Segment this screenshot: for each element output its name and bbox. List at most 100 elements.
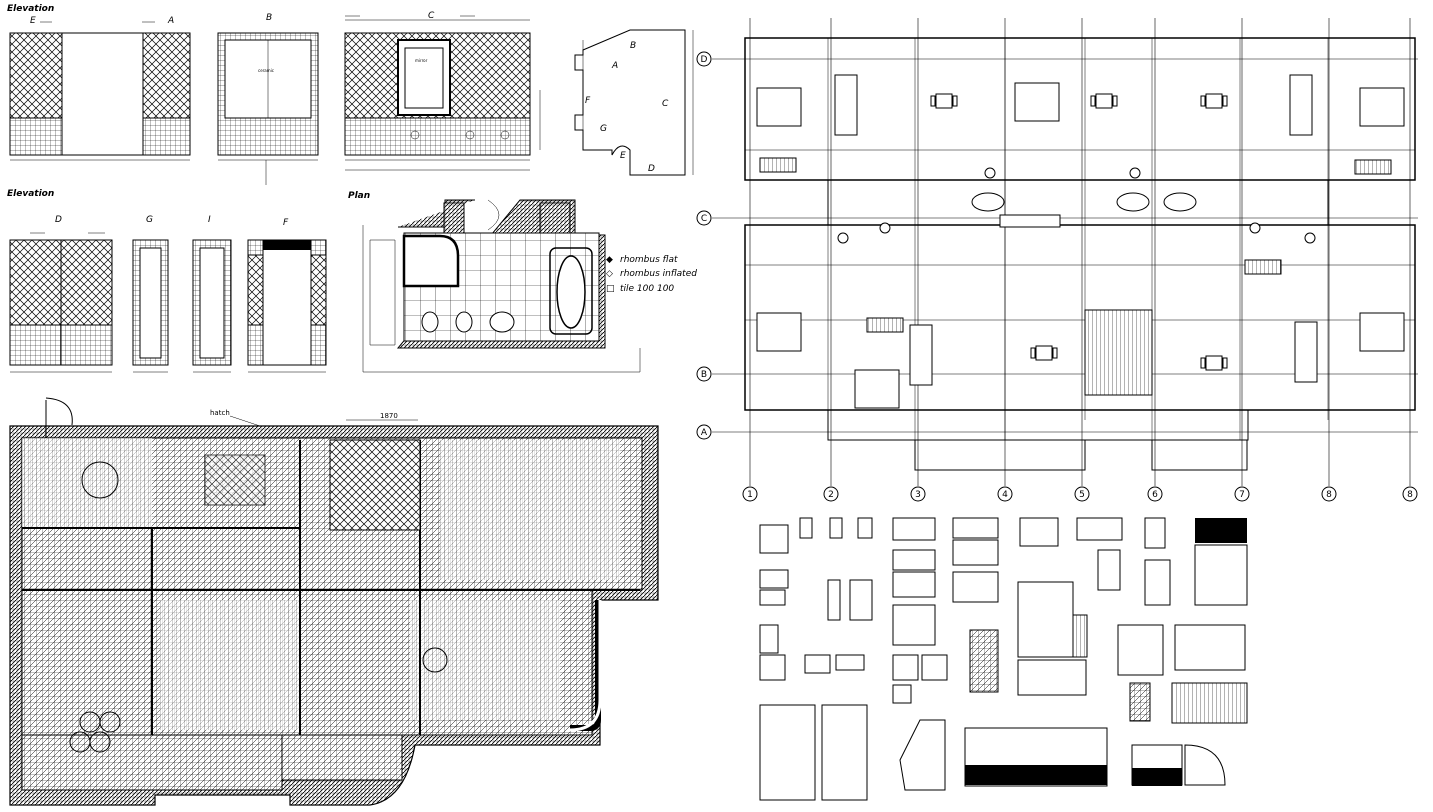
grid-column-bubble bbox=[1147, 486, 1163, 502]
grid-column-label: 6 bbox=[1152, 490, 1158, 500]
grid-column-label: 3 bbox=[915, 490, 921, 500]
legend-symbol-rhombus-flat: ◆ bbox=[606, 255, 613, 265]
grid-column-label: 5 bbox=[1079, 490, 1085, 500]
room-letter-e: E bbox=[620, 151, 626, 161]
grid-column-bubble bbox=[1402, 486, 1418, 502]
toilet-symbol bbox=[837, 232, 849, 244]
bed-symbol bbox=[854, 369, 900, 409]
elevation-letter-i: I bbox=[208, 215, 211, 225]
grid-column-bubble bbox=[997, 486, 1013, 502]
chair-symbol bbox=[1222, 357, 1228, 369]
sofa-symbol bbox=[1289, 74, 1313, 136]
room-letter-f: F bbox=[585, 96, 591, 106]
floorplan-dim-1870: 1870 bbox=[380, 412, 398, 420]
kitchen-counter-symbol bbox=[1244, 259, 1282, 275]
chair-symbol bbox=[1090, 95, 1096, 107]
kitchen-equipment-blocks bbox=[759, 517, 1248, 801]
grid-row-bubble bbox=[696, 51, 712, 67]
grid-row-bubble bbox=[696, 366, 712, 382]
elevation-d: D bbox=[9, 215, 113, 373]
grid-column-label: 1 bbox=[747, 490, 753, 500]
chair-symbol bbox=[1112, 95, 1118, 107]
bed-symbol bbox=[1359, 87, 1405, 127]
kitchen-counter-symbol bbox=[759, 157, 797, 173]
room-letter-a: A bbox=[611, 61, 618, 71]
bathtub-symbol bbox=[1116, 192, 1150, 212]
room-key-plan: B C F D A G E bbox=[574, 29, 694, 176]
chair-symbol bbox=[1052, 347, 1058, 359]
bathroom-plan bbox=[362, 199, 641, 373]
grid-column-bubble bbox=[823, 486, 839, 502]
legend: ◆ rhombus flat ◇ rhombus inflated □ tile… bbox=[606, 255, 697, 294]
elevation-heading-top: Elevation bbox=[7, 4, 54, 14]
elevation-g: G bbox=[132, 215, 169, 373]
grid-column-bubble bbox=[1321, 486, 1337, 502]
grid-column-bubble bbox=[1074, 486, 1090, 502]
elevation-letter-a: A bbox=[167, 16, 174, 26]
sofa-symbol bbox=[834, 74, 858, 136]
ceramic-label: ceramic bbox=[258, 68, 274, 73]
toilet-symbol bbox=[1129, 167, 1141, 179]
detailed-floor-plan: 1870 hatch bbox=[9, 397, 659, 806]
chair-symbol bbox=[952, 95, 958, 107]
grid-column-bubble bbox=[910, 486, 926, 502]
legend-label-tile: tile 100 100 bbox=[620, 284, 674, 294]
room-letter-g: G bbox=[600, 124, 607, 134]
grid-row-label: C bbox=[701, 214, 707, 224]
elevation-f: F bbox=[247, 218, 327, 373]
dining-table-symbol bbox=[1205, 93, 1223, 109]
legend-label-rhombus-inflated: rhombus inflated bbox=[620, 269, 697, 279]
grid-column-bubble bbox=[1234, 486, 1250, 502]
sofa-symbol bbox=[909, 324, 933, 386]
elevation-b: ceramic B bbox=[217, 13, 319, 185]
chair-symbol bbox=[1200, 357, 1206, 369]
grid-column-bubble bbox=[742, 486, 758, 502]
room-letter-d: D bbox=[648, 164, 655, 174]
apartment-furniture bbox=[756, 74, 1405, 409]
bathtub-symbol bbox=[1163, 192, 1197, 212]
hatch-label: hatch bbox=[210, 409, 230, 417]
dining-table-symbol bbox=[1095, 93, 1113, 109]
legend-label-rhombus-flat: rhombus flat bbox=[620, 255, 678, 265]
elevation-letter-d: D bbox=[55, 215, 62, 225]
bed-symbol bbox=[1359, 312, 1405, 352]
grid-row-label: A bbox=[701, 428, 708, 438]
grid-column-label: 8 bbox=[1326, 490, 1332, 500]
elevation-i: I bbox=[192, 215, 232, 373]
elevation-e-a: E A bbox=[9, 16, 191, 161]
legend-symbol-tile: □ bbox=[606, 284, 615, 294]
dining-table-symbol bbox=[1205, 355, 1223, 371]
bed-symbol bbox=[1014, 82, 1060, 122]
toilet-symbol bbox=[984, 167, 996, 179]
legend-symbol-rhombus-inflated: ◇ bbox=[606, 269, 613, 279]
bed-symbol bbox=[756, 87, 802, 127]
grid-row-bubble bbox=[696, 424, 712, 440]
chair-symbol bbox=[1222, 95, 1228, 107]
grid-row-label: B bbox=[701, 370, 707, 380]
dining-table-symbol bbox=[935, 93, 953, 109]
grid-row-label: D bbox=[701, 55, 708, 65]
grid-column-label: 8 bbox=[1407, 490, 1413, 500]
elevation-letter-g: G bbox=[146, 215, 153, 225]
room-letter-c: C bbox=[662, 99, 669, 109]
dining-table-symbol bbox=[1035, 345, 1053, 361]
sofa-symbol bbox=[1294, 321, 1318, 383]
elevation-letter-f: F bbox=[283, 218, 289, 228]
elevation-letter-c: C bbox=[428, 11, 435, 21]
grid-column-label: 4 bbox=[1002, 490, 1008, 500]
elevation-letter-e: E bbox=[30, 16, 36, 26]
bed-symbol bbox=[756, 312, 802, 352]
grid-row-bubble bbox=[696, 210, 712, 226]
elevation-letter-b: B bbox=[266, 13, 272, 23]
elevation-heading-bottom: Elevation bbox=[7, 189, 54, 199]
mirror-label: mirror bbox=[415, 58, 428, 63]
toilet-symbol bbox=[879, 222, 891, 234]
chair-symbol bbox=[1200, 95, 1206, 107]
kitchen-counter-symbol bbox=[866, 317, 904, 333]
chair-symbol bbox=[1030, 347, 1036, 359]
kitchen-counter-symbol bbox=[1354, 159, 1392, 175]
grid-column-label: 7 bbox=[1239, 490, 1245, 500]
plan-heading: Plan bbox=[348, 191, 370, 201]
